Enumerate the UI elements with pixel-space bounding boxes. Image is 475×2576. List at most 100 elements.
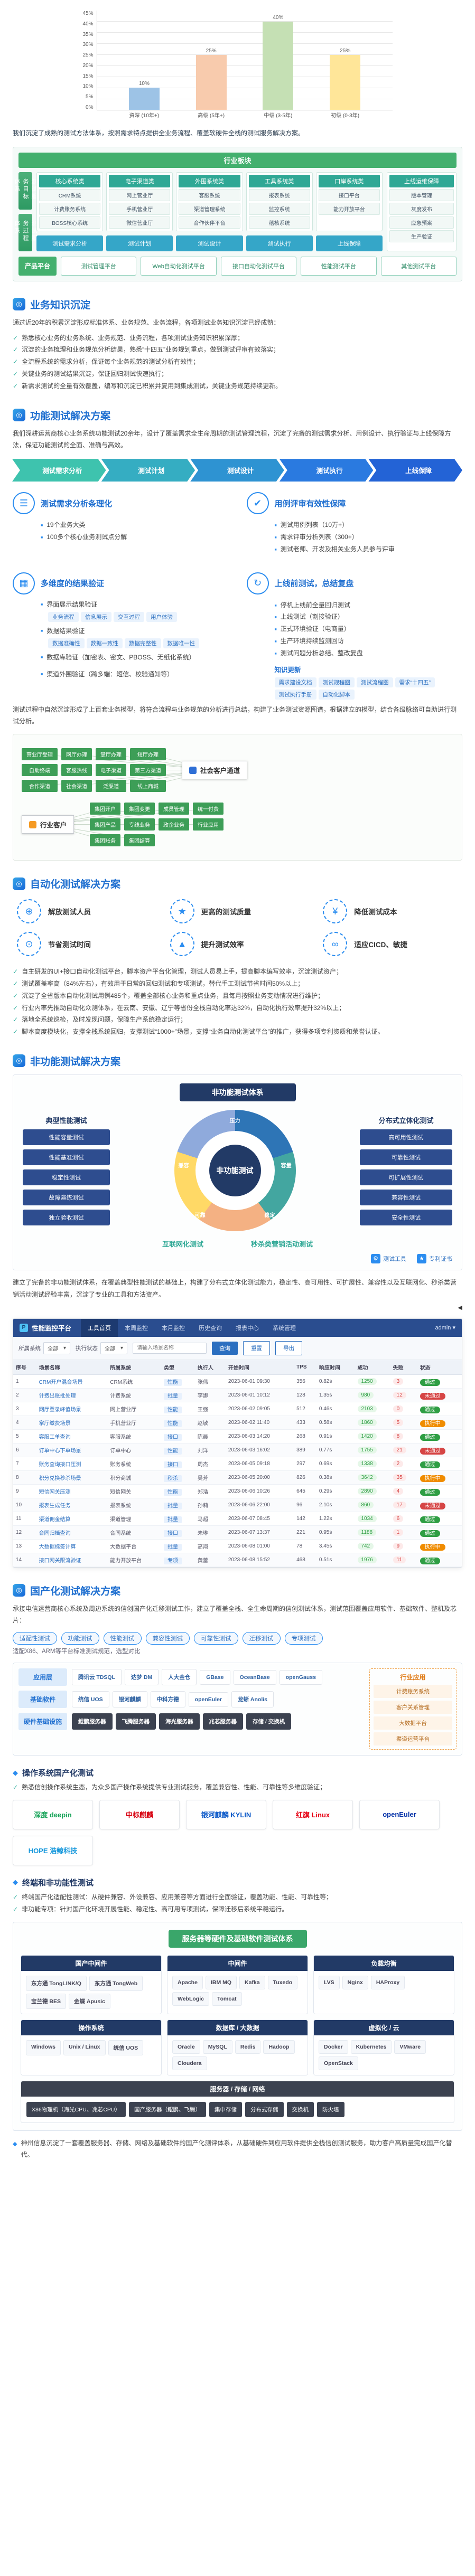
ring-segment-label: 压力: [229, 1118, 240, 1124]
success-count-badge: 1860: [357, 1419, 377, 1426]
nonfunctional-test-item: 高可用性测试: [360, 1129, 452, 1146]
row-owner: 陈晨: [194, 1429, 226, 1443]
row-response-time: 0.51s: [316, 1553, 355, 1567]
tech-logo: Nginx: [342, 1975, 368, 1989]
feature-column: 用例评审有效性保障 测试用例列表（10万+）需求评审分析列表（300+）测试老师…: [246, 492, 463, 558]
status-filter: 执行状态 全部▾: [76, 1342, 128, 1354]
row-owner: 刘洋: [194, 1443, 226, 1457]
table-row[interactable]: 14 接口网关限流验证 能力开放平台 专项 黄蕾 2023-06-08 15:5…: [13, 1553, 462, 1567]
reset-button[interactable]: 重置: [243, 1341, 271, 1355]
platform-nav-tab[interactable]: 本月监控: [162, 1325, 185, 1332]
vendor-logo: GBase: [200, 1669, 230, 1685]
platform-nav-tab[interactable]: 报表中心: [236, 1325, 259, 1332]
system-filter-select[interactable]: 全部▾: [43, 1342, 71, 1354]
platform-nav-tab[interactable]: 工具首页: [81, 1318, 118, 1337]
fail-count-badge: 12: [393, 1391, 406, 1399]
scenario-link[interactable]: 渠道佣金结算: [39, 1516, 71, 1523]
product-platform-item: 其他测试平台: [380, 256, 457, 276]
search-button[interactable]: 查询: [212, 1341, 238, 1355]
row-system: 账务系统: [107, 1457, 161, 1471]
table-row[interactable]: 4 掌厅缴费场景 手机营业厅 性能 赵敏 2023-06-02 11:40 43…: [13, 1416, 462, 1430]
scenario-link[interactable]: 合同归档查询: [39, 1530, 71, 1536]
test-service-chip: 专项测试: [284, 1632, 323, 1645]
legend-icon: [371, 1253, 380, 1263]
platform-nav-tab[interactable]: 系统管理: [273, 1325, 296, 1332]
scenario-link[interactable]: CRM开户混合场景: [39, 1379, 83, 1385]
table-row[interactable]: 8 积分兑换秒杀场景 积分商城 秒杀 吴芳 2023-06-05 20:00 8…: [13, 1470, 462, 1485]
mindmap-node: 客服热线: [61, 764, 92, 777]
benefit-label: 解放测试人员: [48, 908, 91, 917]
row-response-time: 0.58s: [316, 1416, 355, 1430]
row-tps: 356: [294, 1374, 316, 1389]
feature-title: 测试需求分析条理化: [41, 499, 113, 508]
table-row[interactable]: 6 订单中心下单场景 订单中心 性能 刘洋 2023-06-03 16:02 3…: [13, 1443, 462, 1457]
industry-app-item: 客户关系管理: [374, 1701, 452, 1714]
scenario-link[interactable]: 网厅登录峰值场景: [39, 1407, 81, 1413]
feature-tag: 业务流程: [48, 611, 79, 622]
scenario-link[interactable]: 报表生成任务: [39, 1503, 71, 1509]
row-owner: 王强: [194, 1402, 226, 1416]
arch-system-item: BOSS核心系统: [39, 216, 101, 229]
tech-logo: VMware: [394, 2040, 426, 2054]
arch-column-header: 口岸系统类: [318, 174, 380, 187]
fail-count-badge: 35: [393, 1474, 406, 1481]
platform-nav-tab[interactable]: 本周监控: [125, 1325, 148, 1332]
terminal-point: 终端国产化适配性测试：从硬件兼容、外设兼容、应用兼容等方面进行全面验证，覆盖功能…: [13, 1891, 462, 1903]
keyword-search-input[interactable]: [133, 1342, 207, 1354]
platform-user-menu[interactable]: admin ▾: [435, 1325, 455, 1332]
row-owner: 郑浩: [194, 1484, 226, 1498]
flow-step: 测试需求分析: [12, 459, 106, 482]
fail-count-badge: 21: [393, 1446, 406, 1454]
status-filter-select[interactable]: 全部▾: [100, 1342, 128, 1354]
scenario-link[interactable]: 客服工单查询: [39, 1434, 71, 1440]
table-row[interactable]: 5 客服工单查询 客服系统 接口 陈晨 2023-06-03 14:20 268…: [13, 1429, 462, 1443]
row-start-time: 2023-06-07 08:45: [225, 1512, 294, 1526]
table-row[interactable]: 12 合同归档查询 合同系统 接口 朱琳 2023-06-07 13:37 22…: [13, 1525, 462, 1540]
row-start-time: 2023-06-03 14:20: [225, 1429, 294, 1443]
status-filter-label: 执行状态: [76, 1345, 98, 1352]
platform-nav-tab[interactable]: 历史查询: [199, 1325, 222, 1332]
scenario-link[interactable]: 短信网关压测: [39, 1489, 71, 1495]
collapse-arrow-icon[interactable]: ◀: [458, 1304, 462, 1311]
row-system: 大数据平台: [107, 1539, 161, 1553]
benefit-icon: [323, 932, 348, 957]
feature-subheading: 知识更新: [274, 666, 301, 674]
table-row[interactable]: 3 网厅登录峰值场景 网上营业厅 性能 王强 2023-06-02 09:05 …: [13, 1402, 462, 1416]
automation-point: 沉淀了全省版本自动化测试用例485个，覆盖全部核心业务和重点业务，且每月按照业务…: [13, 990, 462, 1002]
scenario-link[interactable]: 掌厅缴费场景: [39, 1420, 71, 1427]
row-tps: 826: [294, 1470, 316, 1485]
row-owner: 赵敏: [194, 1416, 226, 1430]
table-row[interactable]: 10 报表生成任务 报表系统 批量 孙莉 2023-06-06 22:00 96…: [13, 1498, 462, 1512]
table-row[interactable]: 11 渠道佣金结算 渠道管理 批量 马超 2023-06-07 08:45 14…: [13, 1512, 462, 1526]
scenario-link[interactable]: 积分兑换秒杀场景: [39, 1475, 81, 1482]
functional-intro: 我们深耕运营商核心业务系统功能测试20余年，设计了覆盖需求全生命周期的测试管理流…: [13, 429, 451, 449]
table-row[interactable]: 9 短信网关压测 短信网关 性能 郑浩 2023-06-06 10:26 645…: [13, 1484, 462, 1498]
mindmap-intro: 测试过程中自然沉淀形成了上百套业务模型，将符合流程与业务规范的分析进行总结，构建…: [13, 705, 457, 725]
ring-segment-label: 可靠: [194, 1212, 206, 1219]
section-title: 自动化测试解决方案: [30, 879, 121, 891]
row-tps: 512: [294, 1402, 316, 1416]
mindmap-node: 线上商城: [130, 780, 166, 792]
export-button[interactable]: 导出: [275, 1341, 303, 1355]
scenario-link[interactable]: 订单中心下单场景: [39, 1448, 81, 1454]
scenario-link[interactable]: 账务查询接口压测: [39, 1461, 81, 1468]
y-axis-tick-label: 45%: [82, 11, 94, 16]
table-column-header: 所属系统: [107, 1360, 161, 1375]
table-row[interactable]: 2 计费出账批处理 计费系统 批量 李娜 2023-06-01 10:12 12…: [13, 1388, 462, 1402]
feature-group: 数据库验证（加密表、密文、PBOSS、无纸化系统）: [41, 652, 229, 665]
mindmap-node: 集团结算: [124, 834, 155, 847]
mindmap-node: 短厅办理: [130, 748, 166, 761]
scenario-link[interactable]: 计费出账批处理: [39, 1393, 76, 1399]
table-row[interactable]: 1 CRM开户混合场景 CRM系统 性能 张伟 2023-06-01 09:30…: [13, 1374, 462, 1389]
closing-paragraph: 神州信息沉淀了一套覆盖服务器、存储、网络及基础软件的国产化测评体系，从基础硬件到…: [13, 2137, 462, 2162]
table-row[interactable]: 7 账务查询接口压测 账务系统 接口 周杰 2023-06-05 09:18 2…: [13, 1457, 462, 1471]
arch-system-item: 网上营业厅: [109, 188, 171, 201]
success-count-badge: 980: [357, 1391, 374, 1399]
table-row[interactable]: 13 大数据标签计算 大数据平台 批量 高翔 2023-06-08 01:00 …: [13, 1539, 462, 1553]
fail-count-badge: 6: [393, 1515, 404, 1522]
scenario-link[interactable]: 大数据标签计算: [39, 1544, 76, 1550]
scenario-link[interactable]: 接口网关限流验证: [39, 1558, 81, 1564]
vendor-logo: 兆芯服务器: [202, 1713, 243, 1730]
row-system: CRM系统: [107, 1374, 161, 1389]
